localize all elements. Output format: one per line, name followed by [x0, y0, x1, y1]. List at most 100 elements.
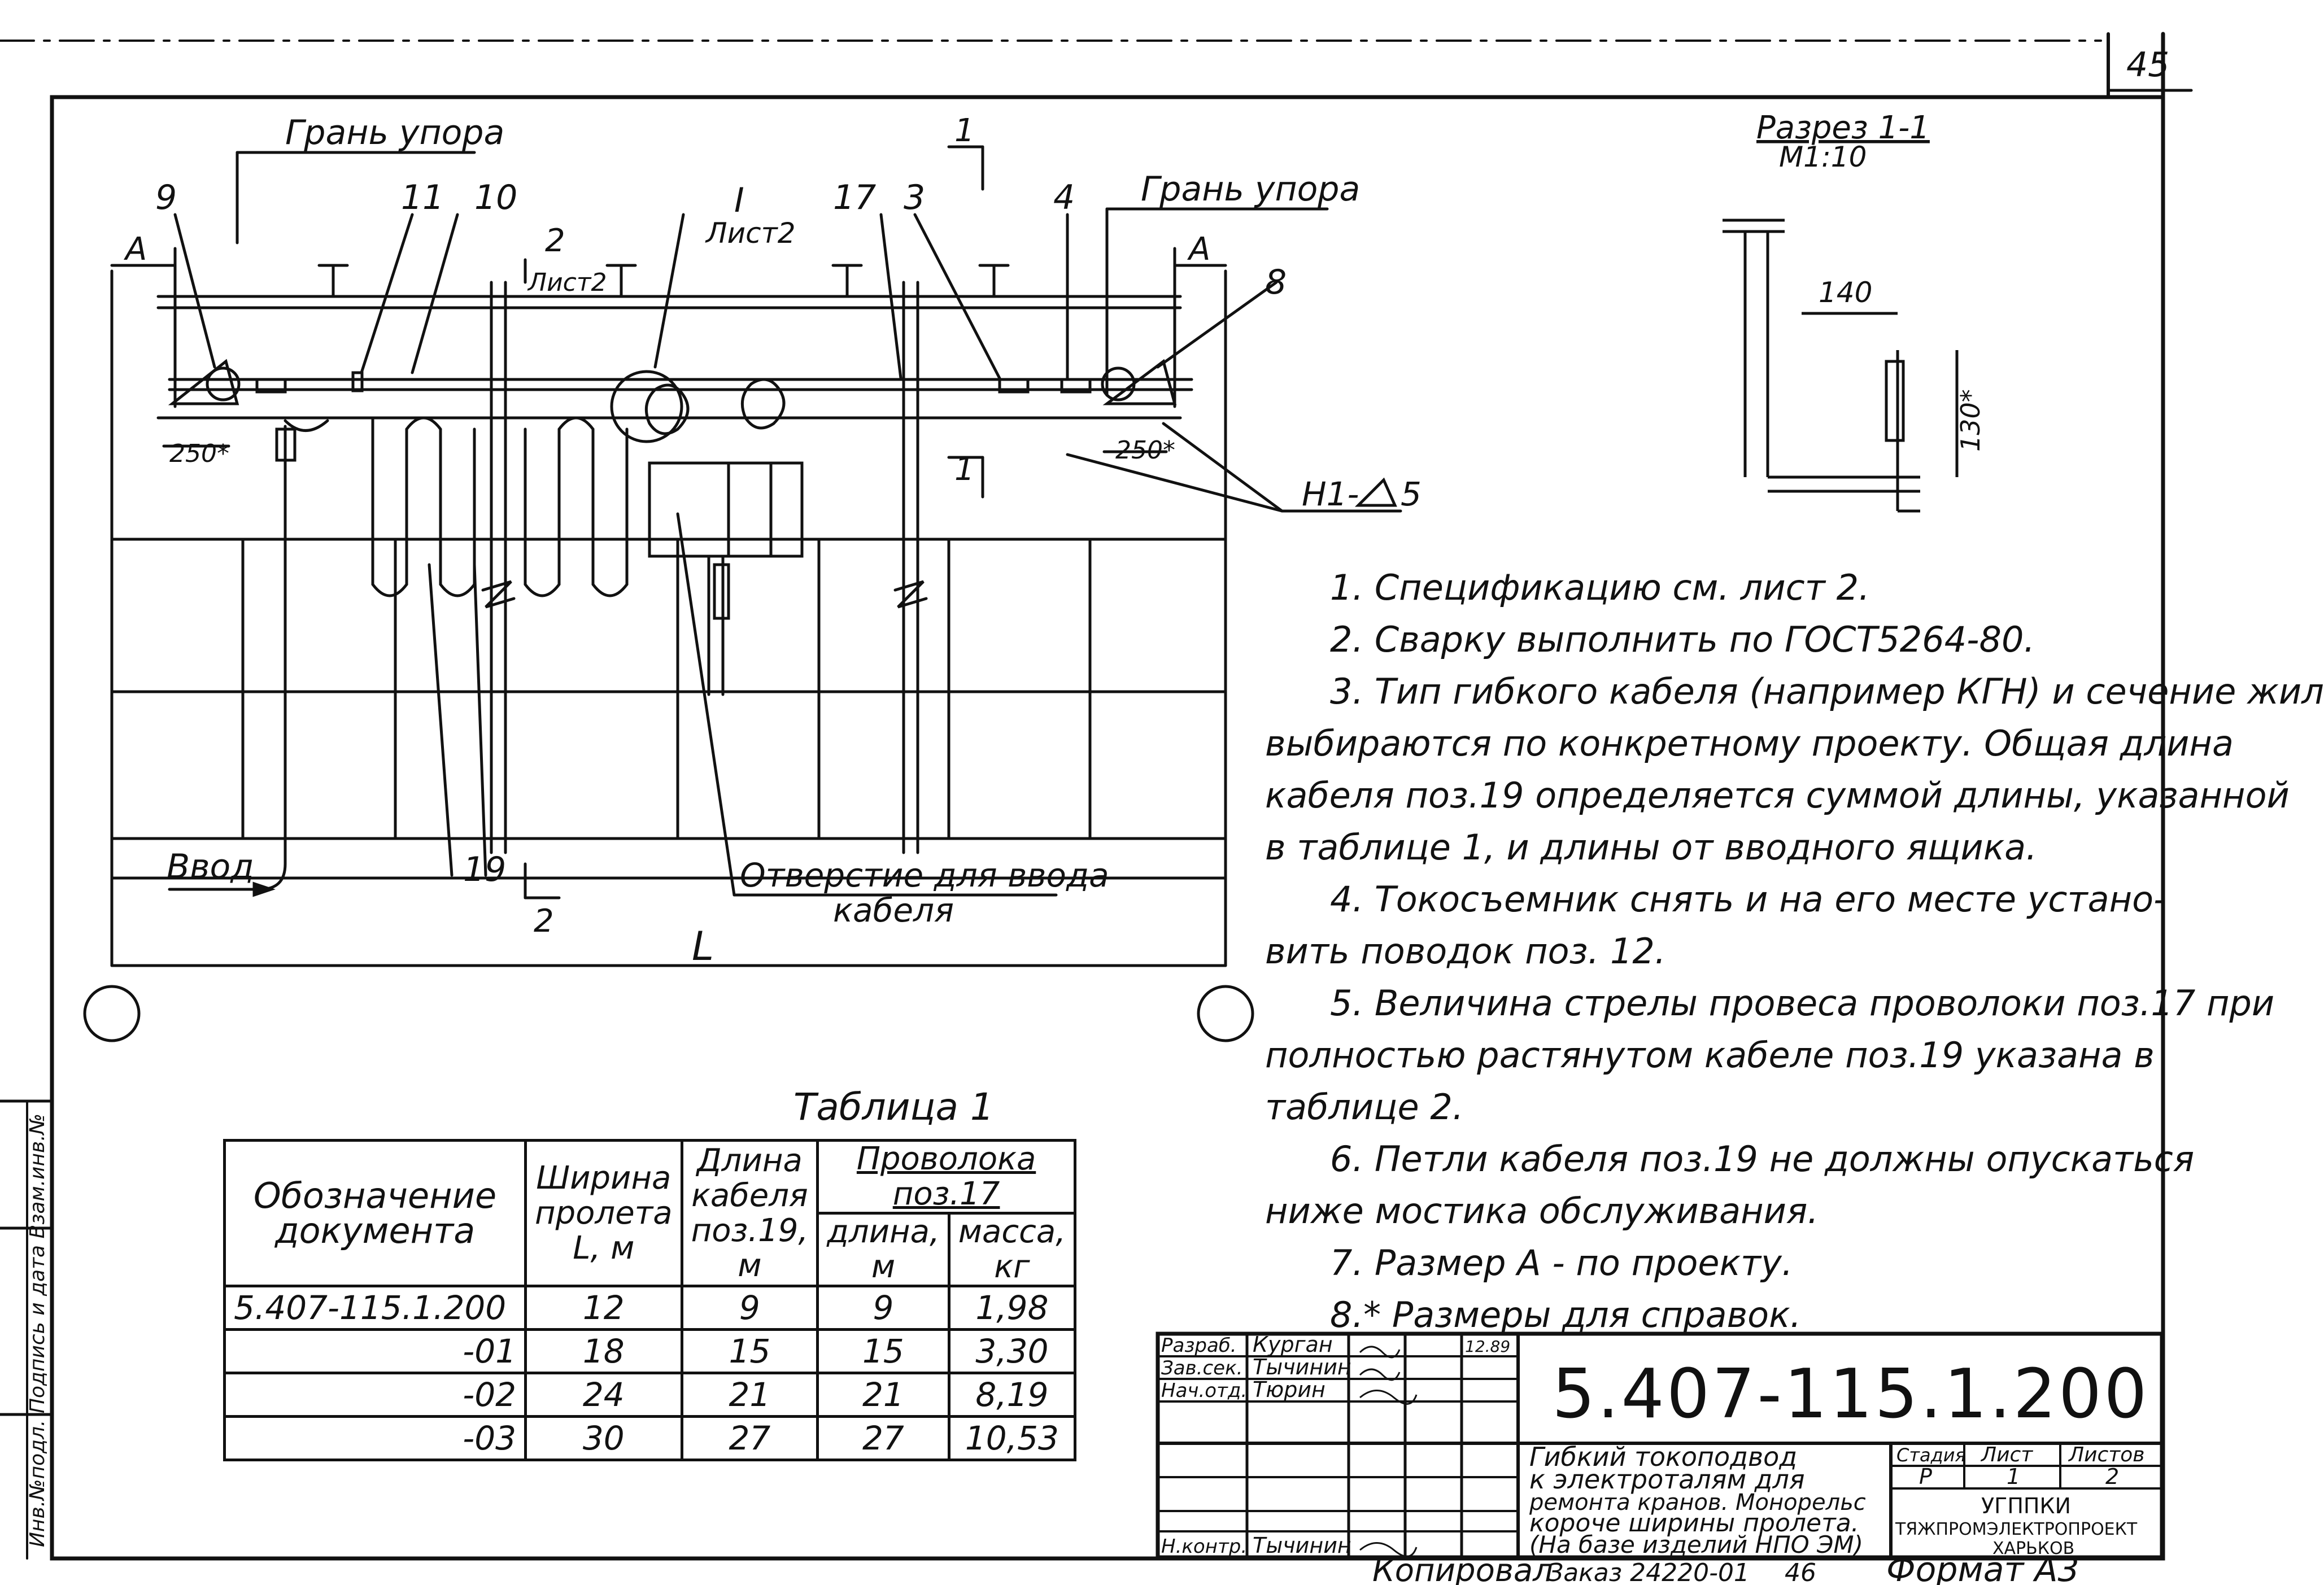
pos-10-label: 10: [474, 178, 517, 217]
weld-triangle-icon: [1354, 477, 1397, 507]
cell-mass: 10,53: [947, 1415, 1077, 1461]
section-2-bottom-label: 2: [534, 903, 554, 940]
header-wire-group: Проволока поз.17: [816, 1139, 1077, 1215]
stamp-title-line: короче ширины пролета.: [1529, 1509, 1859, 1538]
cell-cable: 9: [680, 1285, 819, 1331]
table1-title: Таблица 1: [793, 1085, 994, 1129]
weld-label: H1-: [1302, 475, 1359, 513]
note-line: 4. Токосъемник снять и на его месте уста…: [1330, 879, 2166, 920]
section-drawing: [1723, 219, 1959, 513]
section-1-bottom-label: 1: [954, 451, 975, 488]
note-line: 5. Величина стрелы провеса проволоки поз…: [1330, 983, 2275, 1024]
dim-a-left-label: A: [124, 231, 147, 268]
header-wire-mass: масса, кг: [947, 1212, 1077, 1287]
stamp-org-line2: ТЯЖПРОМЭЛЕКТРОПРОЕКТ: [1895, 1519, 2138, 1539]
dim-250-left-label: 250*: [169, 439, 229, 468]
hole-label-line1: Отверстие для ввода: [740, 856, 1109, 894]
stamp-role: Н.контр.: [1161, 1535, 1247, 1558]
pos-3-label: 3: [904, 178, 925, 217]
note-line: ниже мостика обслуживания.: [1265, 1190, 1819, 1232]
input-label: Ввод: [167, 847, 254, 887]
table-row: -03 30 27 27 10,53: [223, 1415, 1077, 1461]
note-line: вить поводок поз. 12.: [1265, 931, 1666, 972]
table-row: -02 24 21 21 8,19: [223, 1372, 1077, 1418]
footer-sheet-no: 46: [1785, 1558, 1816, 1585]
header-span-width: Ширина пролета L, м: [524, 1139, 683, 1287]
cell-mass: 3,30: [947, 1328, 1077, 1374]
note-line: кабеля поз.19 определяется суммой длины,…: [1265, 775, 2290, 816]
stamp-title-line: к электроталям для: [1529, 1464, 1805, 1495]
section-dim-140: 140: [1819, 276, 1872, 309]
header-wire-length: длина, м: [816, 1212, 950, 1287]
stamp-org-line3: ХАРЬКОВ: [1992, 1539, 2074, 1558]
stamp-date: 12.89: [1465, 1337, 1510, 1356]
notes-block: 1. Спецификацию см. лист 2. 2. Сварку вы…: [1265, 562, 2324, 1341]
table-row: 5.407-115.1.200 12 9 9 1,98: [223, 1285, 1077, 1331]
note-line: полностью растянутом кабеле поз.19 указа…: [1265, 1034, 2155, 1076]
pos-19-label: 19: [463, 850, 506, 889]
dim-a-right-label: A: [1187, 231, 1210, 268]
stamp-stage-label: Стадия: [1896, 1444, 1966, 1466]
span-label: L: [692, 923, 714, 970]
stamp-role: Нач.отд.: [1161, 1379, 1247, 1402]
cell-mass: 8,19: [947, 1372, 1077, 1418]
stamp-sheets-value: 2: [2105, 1464, 2119, 1489]
stamp-title-line: Гибкий токоподвод: [1529, 1442, 1797, 1472]
cell-wire-length: 27: [816, 1415, 950, 1461]
stamp-title-line: ремонта кранов. Монорельс: [1529, 1490, 1866, 1516]
footer-order: Заказ 24220-01: [1547, 1558, 1750, 1585]
cell-span: 12: [524, 1285, 683, 1331]
stamp-sheets-label: Листов: [2068, 1443, 2144, 1466]
cell-cable: 15: [680, 1328, 819, 1374]
stamp-role: Зав.сек.: [1161, 1357, 1242, 1379]
table-row: -01 18 15 15 3,30: [223, 1328, 1077, 1374]
node-I-sheet-label: Лист2: [705, 217, 796, 250]
side-strip-label: Инв.№подл. Подпись и дата Взам.инв.№: [26, 1114, 49, 1547]
header-cable-length: Длина кабеля поз.19, м: [680, 1139, 819, 1287]
cell-span: 30: [524, 1415, 683, 1461]
table1: Обозначение документа Ширина пролета L, …: [223, 1139, 1077, 1461]
page-number: 45: [2126, 45, 2169, 85]
pos-9-label: 9: [155, 178, 177, 217]
section-scale: М1:10: [1779, 141, 1867, 173]
section-2-sheet-label: Лист2: [527, 268, 607, 297]
hole-label-line2: кабеля: [833, 891, 954, 929]
note-line: 7. Размер А - по проекту.: [1330, 1242, 1793, 1283]
face-left-label: Грань упора: [285, 113, 504, 152]
table-subheader-row: длина, м масса, кг: [225, 1212, 1077, 1287]
cell-wire-length: 15: [816, 1328, 950, 1374]
pos-4-label: 4: [1053, 178, 1075, 217]
stamp-code: 5.407-115.1.200: [1552, 1355, 2149, 1434]
crane-drawing: [83, 145, 1402, 1042]
note-line: 2. Сварку выполнить по ГОСТ5264-80.: [1330, 619, 2035, 660]
weld-size-label: 5: [1401, 475, 1422, 513]
cell-cable: 21: [680, 1372, 819, 1418]
cell-designation: 5.407-115.1.200: [223, 1285, 527, 1331]
pos-11-label: 11: [401, 178, 444, 217]
title-block: Разраб. Курган 12.89 Зав.сек. Тычинин На…: [1156, 1331, 2164, 1560]
section-1-top-label: 1: [954, 112, 975, 149]
cell-wire-length: 21: [816, 1372, 950, 1418]
drawing-sheet: Грань упора Грань упора 9 11 10 I Лист2 …: [0, 32, 2193, 1585]
note-line: 6. Петли кабеля поз.19 не должны опускат…: [1330, 1138, 2195, 1180]
dim-250-right-label: 250*: [1115, 436, 1175, 465]
stamp-title-line: (На базе изделий НПО ЭМ): [1529, 1531, 1863, 1558]
note-line: 3. Тип гибкого кабеля (например КГН) и с…: [1330, 671, 2324, 712]
stamp-name: Тюрин: [1253, 1377, 1325, 1402]
cell-span: 18: [524, 1328, 683, 1374]
header-designation: Обозначение документа: [223, 1139, 527, 1287]
cell-mass: 1,98: [947, 1285, 1077, 1331]
note-line: 8.* Размеры для справок.: [1330, 1294, 1802, 1335]
cell-cable: 27: [680, 1415, 819, 1461]
cell-designation: -02: [223, 1372, 527, 1418]
pos-8-label: 8: [1265, 263, 1287, 302]
section-title: Разрез 1-1: [1756, 110, 1930, 146]
stamp-name: Тычинин: [1253, 1533, 1351, 1558]
stamp-name: Курган: [1253, 1332, 1333, 1357]
stamp-org-line1: УГППКИ: [1981, 1494, 2071, 1518]
note-line: таблице 2.: [1265, 1086, 1464, 1128]
note-line: выбираются по конкретному проекту. Общая…: [1265, 723, 2234, 764]
section-dim-130: 130*: [1955, 389, 1986, 452]
section-2-top-label: 2: [545, 222, 565, 259]
pos-17-label: 17: [833, 178, 876, 217]
